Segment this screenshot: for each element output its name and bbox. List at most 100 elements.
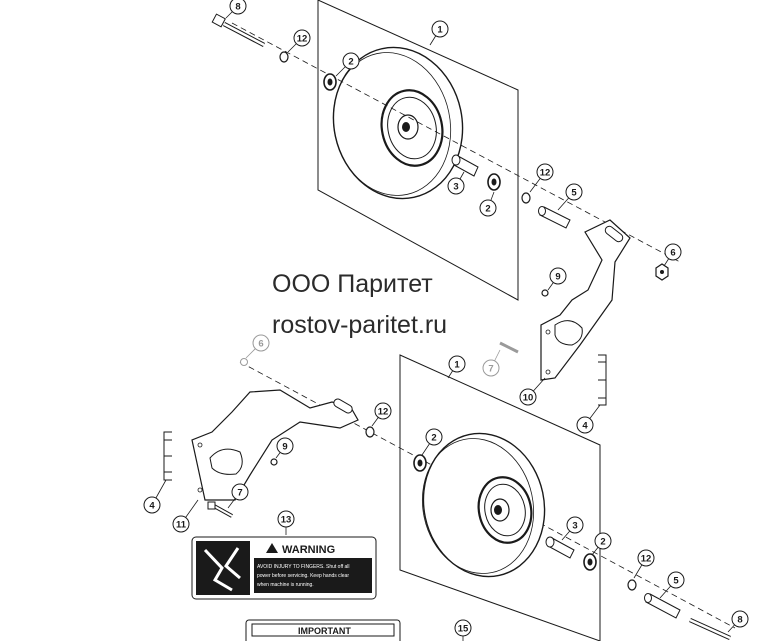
callout-c2-top-a: 2 xyxy=(335,52,360,77)
callout-c9-left: 9 xyxy=(275,437,294,459)
callout-circle xyxy=(664,243,682,261)
callout-circle xyxy=(374,402,392,420)
callout-number: 6 xyxy=(670,247,675,258)
callout-number: 9 xyxy=(282,441,287,452)
callout-c1-bottom: 1 xyxy=(447,355,466,379)
callout-number: 7 xyxy=(237,487,242,498)
callout-c1-top: 1 xyxy=(429,20,449,46)
bottom-spacer-5 xyxy=(644,593,681,619)
callout-c3-top: 3 xyxy=(447,171,465,195)
callout-number: 2 xyxy=(600,536,605,547)
right-bracket xyxy=(540,219,631,381)
callout-circle xyxy=(565,183,583,201)
callout-circle xyxy=(172,515,190,533)
callout-number: 7 xyxy=(488,363,493,374)
callout-number: 6 xyxy=(258,338,263,349)
callout-c9-right: 9 xyxy=(547,267,567,291)
callout-c11: 11 xyxy=(172,499,199,533)
callout-circle xyxy=(447,177,465,195)
callout-c6-left: 6 xyxy=(245,334,270,359)
callout-number: 3 xyxy=(453,181,458,192)
callout-circle xyxy=(667,571,685,589)
callout-c5-top: 5 xyxy=(557,183,583,211)
callout-circle xyxy=(293,29,311,47)
important-decal: IMPORTANT xyxy=(245,619,401,641)
right-nut-6 xyxy=(655,263,669,281)
callout-circle xyxy=(519,388,537,406)
right-clip-4 xyxy=(598,354,607,406)
left-bracket xyxy=(191,389,359,501)
bottom-bolt-8 xyxy=(689,617,731,641)
top-wheel xyxy=(332,46,464,200)
top-bolt xyxy=(211,13,266,47)
callout-c6-right: 6 xyxy=(663,243,682,267)
callout-circle xyxy=(143,496,161,514)
bottom-wheel xyxy=(421,432,546,578)
warning-line-1: AVOID INJURY TO FINGERS. Shut off all xyxy=(257,564,350,570)
callout-circle xyxy=(277,510,295,528)
left-bolt-7 xyxy=(207,501,233,518)
callout-number: 4 xyxy=(582,420,588,431)
left-clip-4 xyxy=(163,431,172,481)
callout-number: 1 xyxy=(454,359,460,370)
callout-circle xyxy=(342,52,360,70)
top-wheel-plane xyxy=(317,0,519,301)
warning-title: WARNING xyxy=(282,544,335,556)
callout-circle xyxy=(454,619,472,637)
callout-c12-top-b: 12 xyxy=(529,163,554,193)
callout-number: 2 xyxy=(485,203,490,214)
warning-decal: WARNING AVOID INJURY TO FINGERS. Shut of… xyxy=(191,536,377,600)
callout-c13: 13 xyxy=(277,510,295,535)
callout-c12-bottom: 12 xyxy=(633,549,655,579)
callout-circle xyxy=(594,532,612,550)
bottom-spacer-3 xyxy=(545,536,575,559)
callout-circle xyxy=(549,267,567,285)
callout-number: 5 xyxy=(673,575,679,586)
callout-number: 13 xyxy=(281,514,292,525)
callout-number: 4 xyxy=(149,500,155,511)
callout-circle xyxy=(231,483,249,501)
callout-circle xyxy=(637,549,655,567)
top-washer-12b xyxy=(521,192,531,204)
callout-number: 12 xyxy=(297,33,308,44)
callout-c4-left: 4 xyxy=(143,479,167,514)
callout-number: 2 xyxy=(431,432,436,443)
callout-c2-bottom-b: 2 xyxy=(591,532,612,556)
callout-c7-left: 7 xyxy=(227,483,249,509)
important-title: IMPORTANT xyxy=(298,626,351,636)
callout-number: 9 xyxy=(555,271,560,282)
callout-c4-right: 4 xyxy=(576,404,601,434)
callout-c12-left: 12 xyxy=(371,402,392,427)
top-spacer-5 xyxy=(538,206,571,229)
callout-circle xyxy=(731,610,749,628)
left-nut-9 xyxy=(270,458,278,466)
callout-number: 11 xyxy=(176,519,187,530)
bottom-wheel-plane xyxy=(399,354,601,641)
left-nut-6 xyxy=(240,358,248,366)
callout-number: 5 xyxy=(571,187,577,198)
callout-c2-bottom-a: 2 xyxy=(421,428,443,456)
callout-circle xyxy=(276,437,294,455)
watermark-company: ООО Паритет xyxy=(272,270,433,298)
callout-circle xyxy=(536,163,554,181)
left-washer-12 xyxy=(365,426,375,438)
callout-number: 12 xyxy=(540,167,551,178)
callout-number: 3 xyxy=(572,520,577,531)
callout-number: 10 xyxy=(523,392,534,403)
callout-c7-right: 7 xyxy=(482,349,501,377)
callout-number: 12 xyxy=(641,553,652,564)
right-nut-9 xyxy=(541,289,549,297)
top-spacer-3 xyxy=(451,154,479,177)
callout-number: 15 xyxy=(458,623,469,634)
callout-circle xyxy=(448,355,466,373)
callout-circle xyxy=(576,416,594,434)
callout-number: 8 xyxy=(737,614,742,625)
warning-line-3: when machine is running. xyxy=(257,582,314,588)
callout-circle xyxy=(252,334,270,352)
right-bolt-7 xyxy=(499,341,519,354)
callout-c15: 15 xyxy=(454,619,472,641)
callout-number: 2 xyxy=(348,56,353,67)
callout-c5-bottom: 5 xyxy=(659,571,685,599)
callout-circle xyxy=(566,516,584,534)
